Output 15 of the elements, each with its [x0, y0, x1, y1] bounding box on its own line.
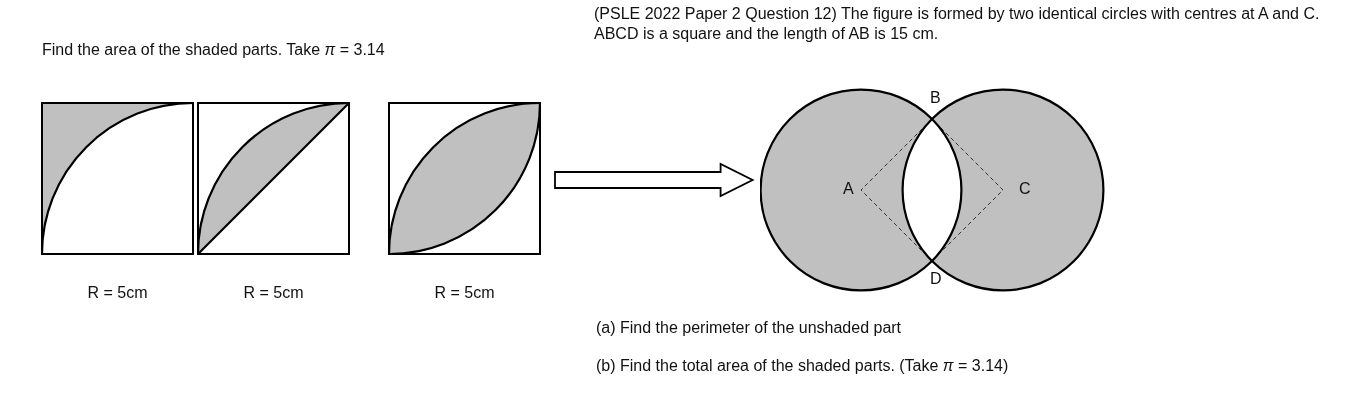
radius-caption: R = 5cm	[86, 283, 149, 303]
question-text: (PSLE 2022 Paper 2 Question 12) The figure is formed by two identical circles with centres at A and C. ABCD is a square and the length of AB is 15 cm.	[594, 4, 1321, 44]
point-label: B	[930, 88, 941, 108]
radius-caption: R = 5cm	[242, 283, 305, 303]
point-label: A	[843, 179, 854, 199]
question-text: (b) Find the total area of the shaded parts. (Take π = 3.14)	[596, 356, 1009, 376]
radius-caption: R = 5cm	[433, 283, 496, 303]
point-label: D	[930, 269, 942, 289]
square-drawing	[197, 102, 350, 255]
point-label: C	[1019, 179, 1031, 199]
square-drawing	[41, 102, 194, 255]
question-text: Find the area of the shaded parts. Take π = 3.14	[42, 40, 385, 60]
block-arrow	[554, 162, 755, 198]
question-text: (a) Find the perimeter of the unshaded part	[596, 318, 902, 338]
square-drawing	[388, 102, 541, 255]
